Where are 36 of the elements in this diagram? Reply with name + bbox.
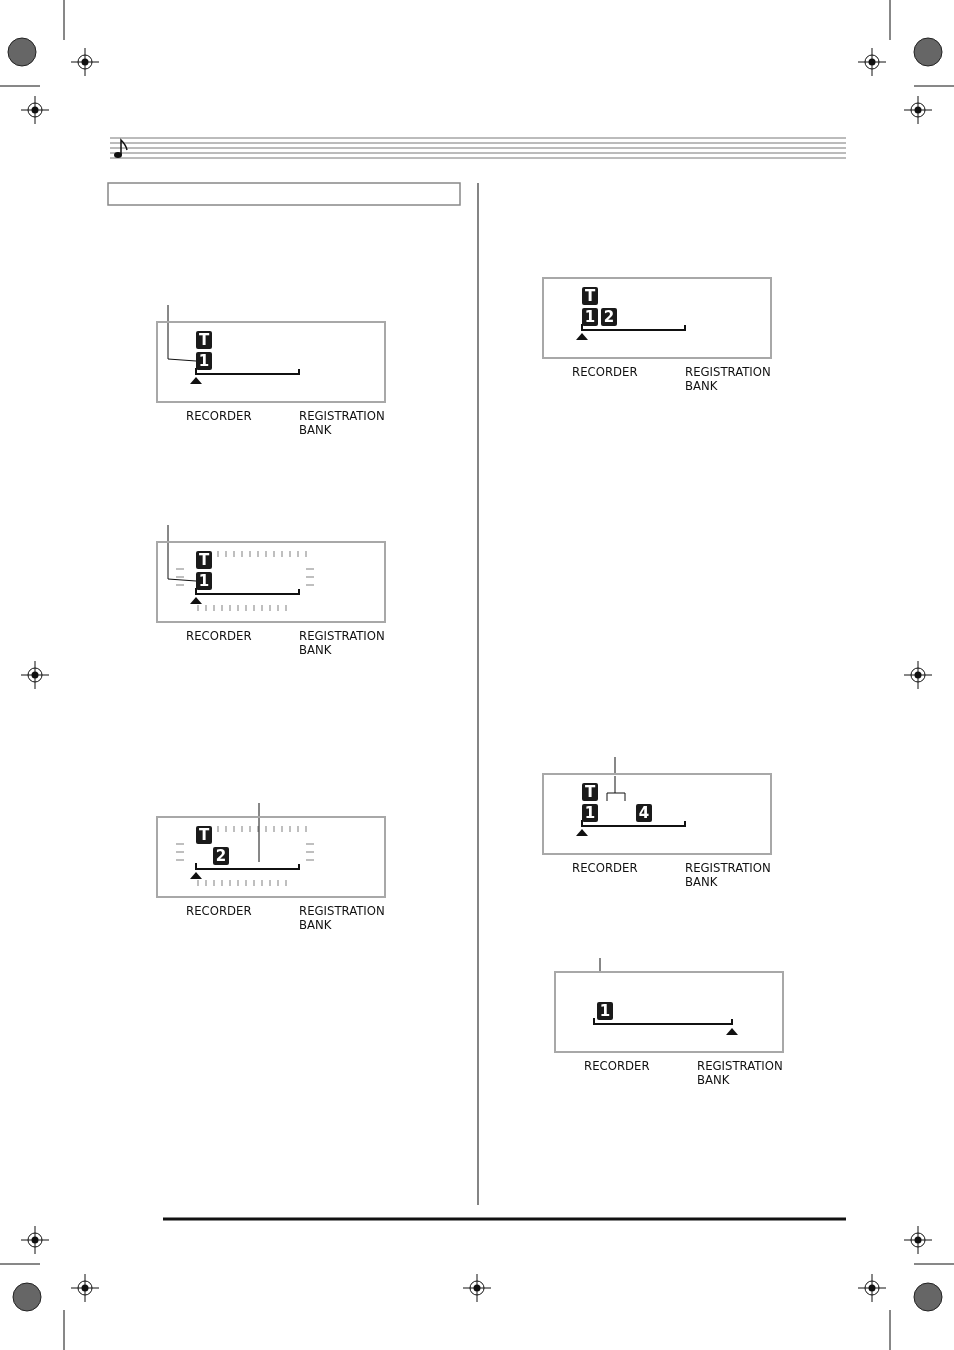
- display-caption: RECORDER: [572, 861, 638, 875]
- indicator-segment: 2: [601, 308, 617, 326]
- display-caption: REGISTRATION BANK: [685, 365, 772, 393]
- indicator-segment: T: [196, 551, 212, 569]
- display-caption: RECORDER: [186, 409, 252, 423]
- indicator-segment: T: [196, 331, 212, 349]
- indicator-segment: T: [582, 287, 598, 305]
- indicator-segment: T: [196, 826, 212, 844]
- indicator-segment: 4: [636, 804, 652, 822]
- display-caption: RECORDER: [584, 1059, 650, 1073]
- indicator-segment: 1: [582, 804, 598, 822]
- indicator-segment: 1: [196, 572, 212, 590]
- leader-line: [167, 304, 197, 362]
- lcd-display-panel: [542, 773, 772, 855]
- display-caption: REGISTRATION BANK: [697, 1059, 784, 1087]
- leader-line: [599, 957, 601, 974]
- lcd-display-panel: [542, 277, 772, 359]
- display-caption: RECORDER: [572, 365, 638, 379]
- display-caption: REGISTRATION BANK: [299, 409, 386, 437]
- leader-line: [258, 802, 260, 863]
- lcd-display-panel: [156, 321, 386, 403]
- leader-line: [614, 756, 616, 776]
- lcd-display-panel: [156, 541, 386, 623]
- indicator-segment: T: [582, 783, 598, 801]
- indicator-segment: 1: [582, 308, 598, 326]
- display-caption: REGISTRATION BANK: [299, 904, 386, 932]
- leader-line: [167, 524, 197, 582]
- display-caption: RECORDER: [186, 904, 252, 918]
- indicator-segment: 1: [196, 352, 212, 370]
- indicator-segment: 2: [213, 847, 229, 865]
- lcd-display-panel: [554, 971, 784, 1053]
- lcd-display-panel: [156, 816, 386, 898]
- indicator-segment: 1: [597, 1002, 613, 1020]
- display-caption: RECORDER: [186, 629, 252, 643]
- display-caption: REGISTRATION BANK: [299, 629, 386, 657]
- display-caption: REGISTRATION BANK: [685, 861, 772, 889]
